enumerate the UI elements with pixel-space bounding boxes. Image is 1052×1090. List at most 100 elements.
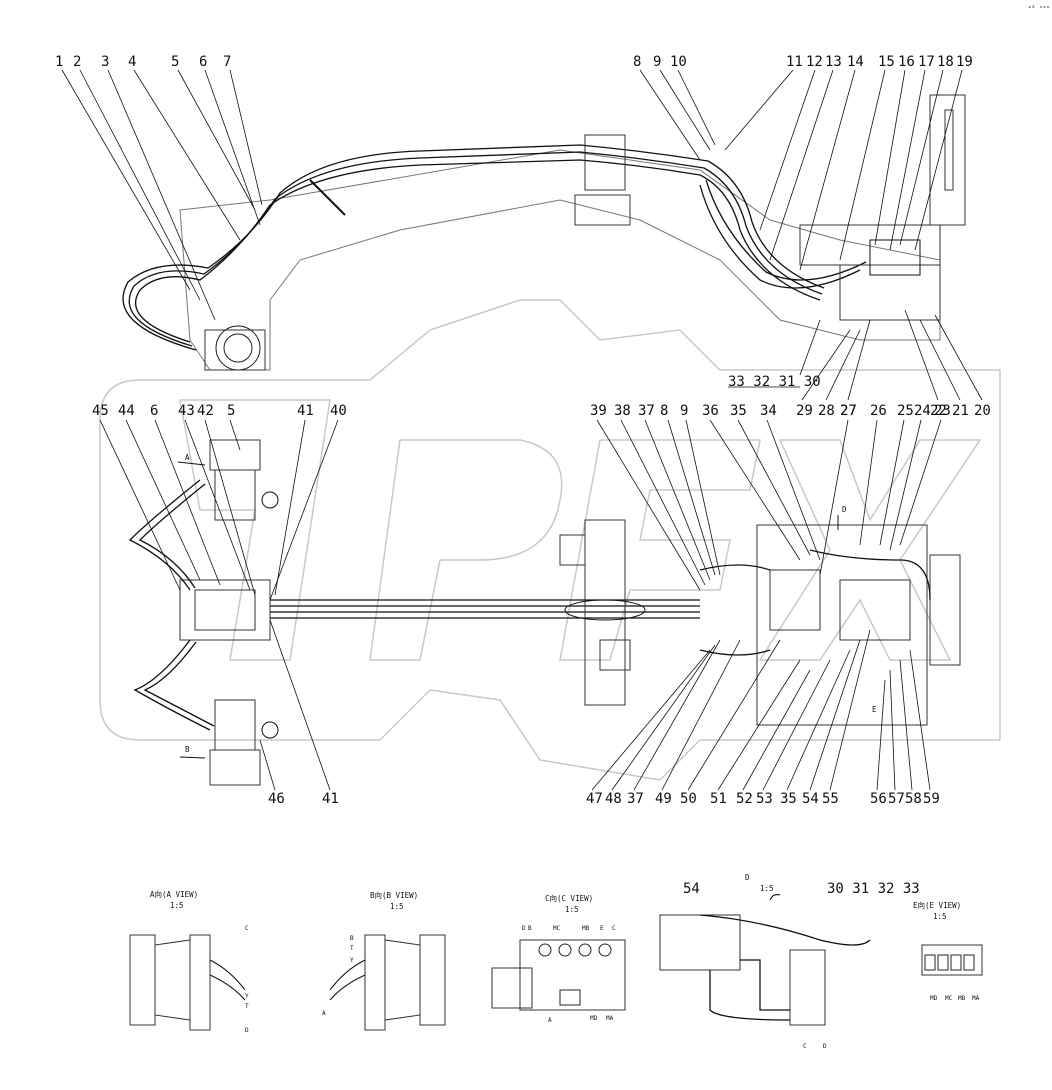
callout-label: 39 [590,403,607,419]
callout-label: 23 [934,403,951,419]
detail-view-label: T [350,945,354,952]
callout-label: 22 [930,403,947,419]
detail-view-title: C向(C VIEW) [545,893,593,903]
callout-label: 5 [171,54,179,70]
callout-label: 48 [605,791,622,807]
callout-label: 56 [870,791,887,807]
callout-label: 42 [197,403,214,419]
callout-label: 50 [680,791,697,807]
detail-view-label: MB [958,995,966,1002]
detail-view-scale: 1:5 [170,901,184,910]
detail-view-label: D [245,1027,249,1034]
callout-label: 55 [822,791,839,807]
detail-view-label: A [548,1017,552,1024]
corner-mark: ᵖ⁸ ᵃᵃᵃ [1028,5,1050,12]
callout-label: 15 [878,54,895,70]
callout-label: 45 [92,403,109,419]
callout-label: 9 [653,54,661,70]
callout-label: 4 [128,54,136,70]
callout-label: 58 [905,791,922,807]
detail-view-title: A向(A VIEW) [150,889,198,899]
detail-view-title: D [745,873,750,882]
callout-label: 41 [322,791,339,807]
callout-label: 6 [150,403,158,419]
detail-view-d [659,894,871,1026]
callout-label: 51 [710,791,727,807]
callout-label: 37 [638,403,655,419]
callout-label: 40 [330,403,347,419]
callout-label: 2 [73,54,81,70]
detail-view-label: T [245,1003,249,1010]
callout-label: 38 [614,403,631,419]
view-marker-e: E [872,705,877,714]
detail-view-label: MA [972,995,980,1002]
callout-label: 18 [937,54,954,70]
detail-view-label: MB [582,925,590,932]
detail-view-b [329,934,446,1031]
callout-label: 14 [847,54,864,70]
watermark-logo [99,299,1001,781]
callout-label: 16 [898,54,915,70]
callout-label: 29 [796,403,813,419]
detail-view-label: D [522,925,526,932]
callout-label: 9 [680,403,688,419]
detail-view-title: E向(E VIEW) [913,900,961,910]
detail-view-a [129,934,246,1031]
callout-label: 53 [756,791,773,807]
view-marker-a: A [185,453,190,462]
view-marker-b: B [185,745,190,754]
callout-label: 21 [952,403,969,419]
callout-label: 19 [956,54,973,70]
callout-label: 43 [178,403,195,419]
detail-view-label: D [823,1043,827,1050]
callout-label: 44 [118,403,135,419]
callout-group-label: 33 32 31 30 [728,374,821,390]
callout-label: 5 [227,403,235,419]
callout-label: 10 [670,54,687,70]
detail-view-label: C [803,1043,807,1050]
detail-view-label: 30 31 32 33 [827,881,920,897]
detail-view-label: MD [590,1015,598,1022]
callout-label: 6 [199,54,207,70]
callout-label: 12 [806,54,823,70]
callout-label: 7 [223,54,231,70]
view-marker-d: D [842,505,847,514]
detail-view-label: B [528,925,532,932]
detail-view-scale: 1:5 [933,912,947,921]
callout-label: 57 [888,791,905,807]
callout-label: 11 [786,54,803,70]
detail-view-c [491,939,626,1011]
detail-view-e [921,944,983,976]
callout-label: 1 [55,54,63,70]
detail-view-label: MD [930,995,938,1002]
callout-label: 27 [840,403,857,419]
detail-view-label: C [612,925,616,932]
callout-label: 24 [914,403,931,419]
plan-view [99,419,961,791]
callout-label: 20 [974,403,991,419]
callout-label: 25 [897,403,914,419]
callout-label: 17 [918,54,935,70]
callout-label: 54 [802,791,819,807]
callout-label: 26 [870,403,887,419]
detail-view-label: MC [945,995,953,1002]
callout-label: 34 [760,403,777,419]
detail-view-titles: A向(A VIEW)1:5B向(B VIEW)1:5C向(C VIEW)1:5D… [150,873,961,921]
detail-view-label: MC [553,925,561,932]
detail-view-label: B [350,935,354,942]
callout-label: 13 [825,54,842,70]
callout-label: 46 [268,791,285,807]
callout-label: 27 [840,403,857,419]
detail-view-label: E [600,925,604,932]
detail-view-label: 54 [683,881,700,897]
callout-label: 52 [736,791,753,807]
detail-view-label: C [245,925,249,932]
detail-view-scale: 1:5 [390,902,404,911]
detail-view-label: Y [350,957,354,964]
